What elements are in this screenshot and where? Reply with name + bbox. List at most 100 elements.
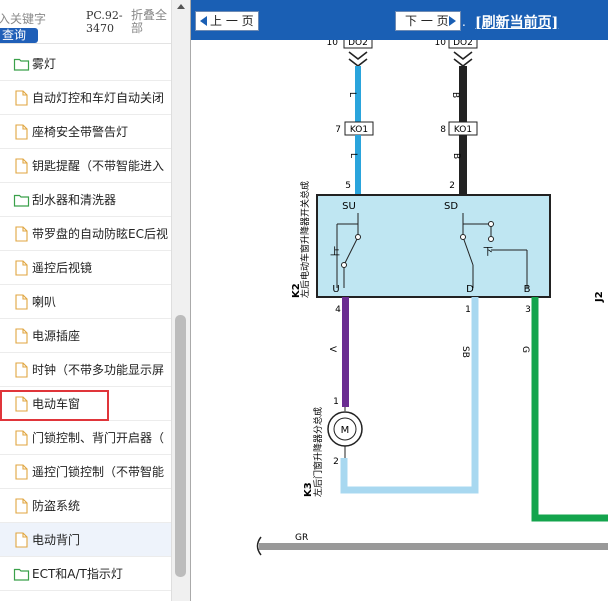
- switch-term-d: D: [466, 284, 474, 295]
- document-icon: [13, 498, 30, 514]
- switch-up-label: 上: [330, 246, 340, 258]
- tree-item-label: 电动背门: [32, 533, 81, 547]
- tree-item[interactable]: 雾灯: [0, 47, 171, 81]
- wire-b-lower: [459, 135, 467, 195]
- tree-item[interactable]: 防盗系统: [0, 489, 171, 523]
- tree-scrollbar[interactable]: [171, 0, 190, 601]
- motor-label: M: [341, 425, 350, 436]
- folder-icon: [13, 566, 30, 582]
- do2-right-connector: [448, 40, 478, 49]
- wiring-diagram: 10 DO2 L 7 KO1 L 10 DO2 B 8 KO1 B 5 2 SU…: [256, 40, 608, 556]
- wire-l-lower-label: L: [348, 153, 358, 158]
- tree-item-label: 遥控门锁控制（不带智能: [32, 465, 165, 479]
- wire-b-upper: [459, 66, 467, 122]
- tree-item-label: 门锁控制、背门开启器（: [32, 431, 165, 445]
- switch-pin-b: 3: [525, 305, 531, 315]
- document-icon: [13, 260, 30, 276]
- do2-left-label: DO2: [348, 40, 368, 48]
- tree-item-label: 自动灯控和车灯自动关闭: [32, 91, 165, 105]
- do2-right-label: DO2: [453, 40, 473, 48]
- tree-item-label: 雾灯: [32, 57, 57, 71]
- ko1-left-pin: 7: [335, 125, 341, 135]
- tree-item-label: 刮水器和清洗器: [32, 193, 117, 207]
- tree-item-label: 时钟（不带多功能显示屏: [32, 363, 165, 377]
- tree-item-label: 带罗盘的自动防眩EC后视: [32, 227, 168, 241]
- document-icon: [13, 464, 30, 480]
- switch-name: 左后电动车窗升降器开关总成: [299, 181, 311, 298]
- tree-item[interactable]: 电动背门: [0, 523, 171, 557]
- tree-item[interactable]: 遥控后视镜: [0, 251, 171, 285]
- tree-item[interactable]: 喇叭: [0, 285, 171, 319]
- prev-page-button[interactable]: 上 一 页: [195, 11, 259, 31]
- junction-j2: J2: [594, 291, 605, 303]
- switch-down-label: 下: [483, 247, 493, 258]
- switch-contact-b-top: [488, 221, 494, 227]
- nav-dot: .: [462, 15, 466, 29]
- tree-item-label: ECT和A/T指示灯: [32, 567, 123, 581]
- tree-item[interactable]: 时钟（不带多功能显示屏: [0, 353, 171, 387]
- tree-item-label: 喇叭: [32, 295, 57, 309]
- model-code: PC.92-3470: [86, 9, 123, 35]
- tree-item[interactable]: 带罗盘的自动防眩EC后视: [0, 217, 171, 251]
- wire-gr-label: GR: [295, 533, 308, 543]
- search-button[interactable]: 查询: [0, 28, 38, 43]
- do2-right-chevron-icon: [453, 51, 473, 68]
- do2-left-pin: 10: [327, 40, 339, 48]
- tree-item[interactable]: 遥控门锁控制（不带智能: [0, 455, 171, 489]
- switch-pin-d: 1: [465, 305, 471, 315]
- do2-right-pin: 10: [435, 40, 447, 48]
- motor-inner-ring: [333, 417, 357, 441]
- tree-item[interactable]: 钥匙提醒（不带智能进入: [0, 149, 171, 183]
- wire-l-upper-label: L: [347, 92, 357, 97]
- document-icon: [13, 396, 30, 412]
- refresh-page-link[interactable]: [刷新当前页]: [475, 15, 559, 31]
- switch-term-sd: SD: [444, 201, 458, 212]
- scroll-up-arrow-icon[interactable]: [177, 4, 185, 9]
- arrow-right-icon: [449, 16, 456, 26]
- motor-pin-top: 1: [333, 397, 339, 407]
- tree-item[interactable]: 门锁控制、背门开启器（: [0, 421, 171, 455]
- tree-item[interactable]: ECT和A/T指示灯: [0, 557, 171, 591]
- tree-item-label: 钥匙提醒（不带智能进入: [32, 159, 165, 173]
- document-icon: [13, 430, 30, 446]
- tree-item[interactable]: 电源插座: [0, 319, 171, 353]
- search-input[interactable]: [0, 11, 60, 27]
- scrollbar-thumb[interactable]: [175, 315, 186, 577]
- switch-pin-u: 4: [335, 305, 341, 315]
- wire-b-lower-label: B: [451, 153, 461, 159]
- tree-item-label: 电源插座: [32, 329, 81, 343]
- ko1-right-pin: 8: [440, 125, 446, 135]
- motor-pin-bottom: 2: [333, 457, 339, 467]
- motor-code: K3: [303, 482, 314, 497]
- switch-contact-su: [355, 234, 361, 240]
- switch-contact-sd: [460, 234, 466, 240]
- prev-page-label: 上 一 页: [210, 14, 254, 28]
- do2-left-connector: [343, 40, 373, 49]
- switch-pin-su: 5: [345, 181, 351, 191]
- document-icon: [13, 532, 30, 548]
- wire-gr: [259, 543, 608, 550]
- page-nav-bar: 上 一 页 下 一 页 . [刷新当前页]: [191, 0, 608, 40]
- wire-g-label: G: [520, 346, 530, 353]
- selection-highlight-box: [0, 390, 109, 421]
- do2-left-chevron-icon: [348, 51, 368, 68]
- switch-code: K2: [291, 283, 302, 298]
- tree-item[interactable]: 自动灯控和车灯自动关闭: [0, 81, 171, 115]
- switch-contact-b-bottom: [488, 236, 494, 242]
- document-icon: [13, 124, 30, 140]
- wire-sb: [340, 297, 479, 494]
- tree-item[interactable]: 刮水器和清洗器: [0, 183, 171, 217]
- tree-item-label: 电动车窗: [32, 397, 81, 411]
- switch-term-b: B: [524, 284, 531, 295]
- next-page-button[interactable]: 下 一 页: [395, 11, 461, 31]
- wire-b-upper-label: B: [450, 92, 460, 98]
- search-bar: 查询 PC.92-3470 折叠全部: [0, 0, 171, 44]
- switch-term-su: SU: [342, 201, 356, 212]
- tree-item[interactable]: 座椅安全带警告灯: [0, 115, 171, 149]
- tree-panel: 查询 PC.92-3470 折叠全部 雾灯自动灯控和车灯自动关闭座椅安全带警告灯…: [0, 0, 171, 601]
- wire-gr-break-icon: [256, 536, 262, 556]
- wire-v-label: V: [327, 346, 337, 353]
- collapse-all-link[interactable]: 折叠全部: [131, 8, 168, 35]
- document-icon: [13, 158, 30, 174]
- motor-name: 左后门窗升降器分总成: [312, 407, 324, 497]
